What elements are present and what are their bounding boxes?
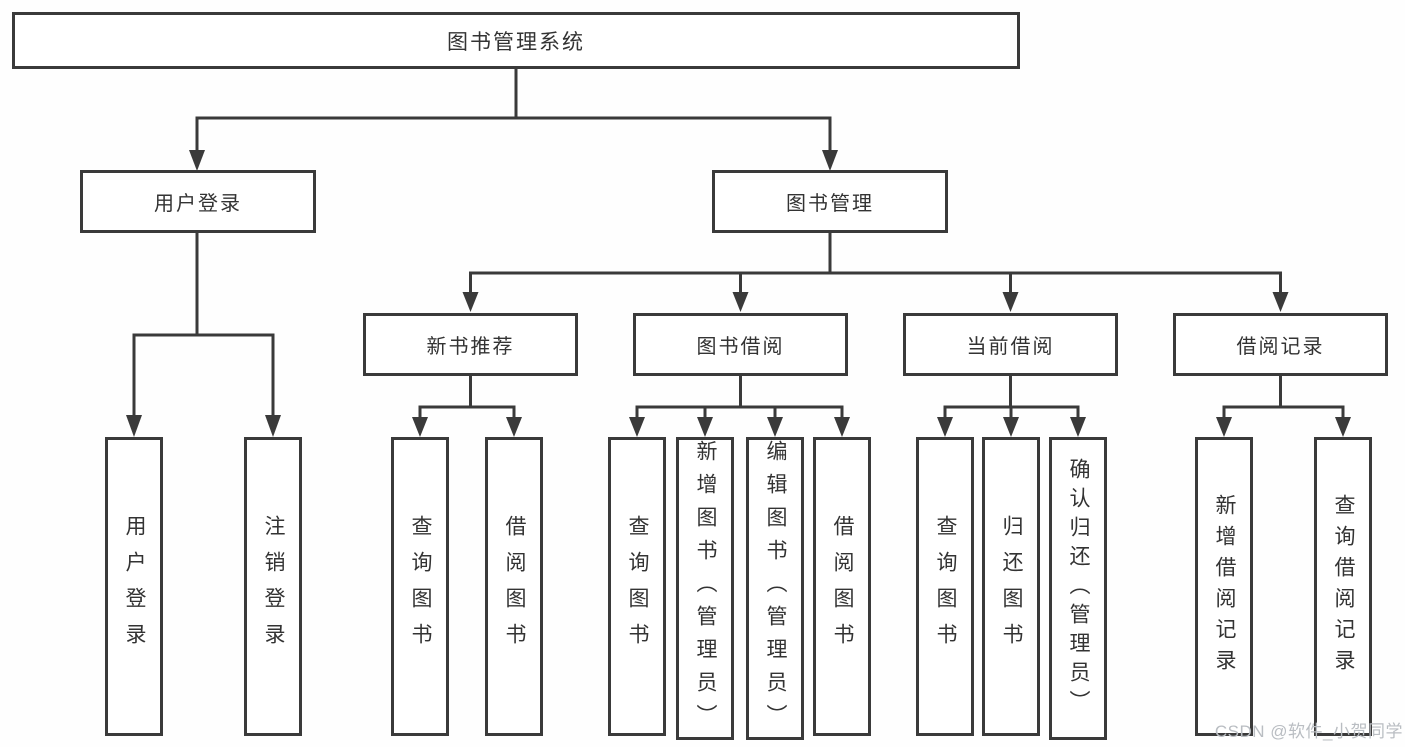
node-new-book-recommend: 新书推荐 [363, 313, 578, 376]
leaf-label: 借阅图书 [831, 514, 854, 659]
csdn-watermark: CSDN @软件_小贺同学 [1214, 722, 1403, 741]
node-label: 新书推荐 [426, 336, 515, 358]
leaf-label: 新增借阅记录 [1213, 493, 1236, 680]
leaf-borrow-books: 借阅图书 [813, 437, 871, 736]
node-label: 借阅记录 [1236, 336, 1325, 358]
leaf-user-login: 用户登录 [105, 437, 163, 736]
node-current-borrow: 当前借阅 [903, 313, 1118, 376]
leaf-add-borrow-record: 新增借阅记录 [1195, 437, 1253, 736]
leaf-label: 查询借阅记录 [1332, 493, 1355, 680]
leaf-confirm-return-admin: 确认归还（管理员） [1049, 437, 1107, 740]
leaf-label: 查询图书 [626, 514, 649, 659]
leaf-label: 新增图书（管理员） [694, 440, 717, 737]
leaf-add-books-admin: 新增图书（管理员） [676, 437, 734, 740]
node-library-management-system: 图书管理系统 [12, 12, 1020, 69]
leaf-query-books-current: 查询图书 [916, 437, 974, 736]
node-label: 图书借阅 [696, 336, 785, 358]
leaf-label: 借阅图书 [503, 514, 526, 659]
leaf-logout-login: 注销登录 [244, 437, 302, 736]
node-borrow-records: 借阅记录 [1173, 313, 1388, 376]
node-book-management: 图书管理 [712, 170, 948, 233]
leaf-query-books-recommend: 查询图书 [391, 437, 449, 736]
node-label: 当前借阅 [966, 336, 1055, 358]
leaf-query-books-borrow: 查询图书 [608, 437, 666, 736]
leaf-label: 编辑图书（管理员） [764, 440, 787, 737]
leaf-label: 归还图书 [1000, 514, 1023, 659]
leaf-label: 确认归还（管理员） [1067, 458, 1090, 719]
node-label: 用户登录 [154, 193, 242, 215]
node-book-borrow: 图书借阅 [633, 313, 848, 376]
leaf-label: 注销登录 [262, 514, 285, 659]
leaf-label: 查询图书 [409, 514, 432, 659]
leaf-edit-books-admin: 编辑图书（管理员） [746, 437, 804, 740]
leaf-label: 查询图书 [934, 514, 957, 659]
leaf-borrow-books-recommend: 借阅图书 [485, 437, 543, 736]
leaf-label: 用户登录 [123, 514, 146, 659]
node-label: 图书管理 [786, 193, 874, 215]
node-label: 图书管理系统 [447, 30, 585, 54]
node-user-login: 用户登录 [80, 170, 316, 233]
leaf-query-borrow-record: 查询借阅记录 [1314, 437, 1372, 736]
leaf-return-books: 归还图书 [982, 437, 1040, 736]
